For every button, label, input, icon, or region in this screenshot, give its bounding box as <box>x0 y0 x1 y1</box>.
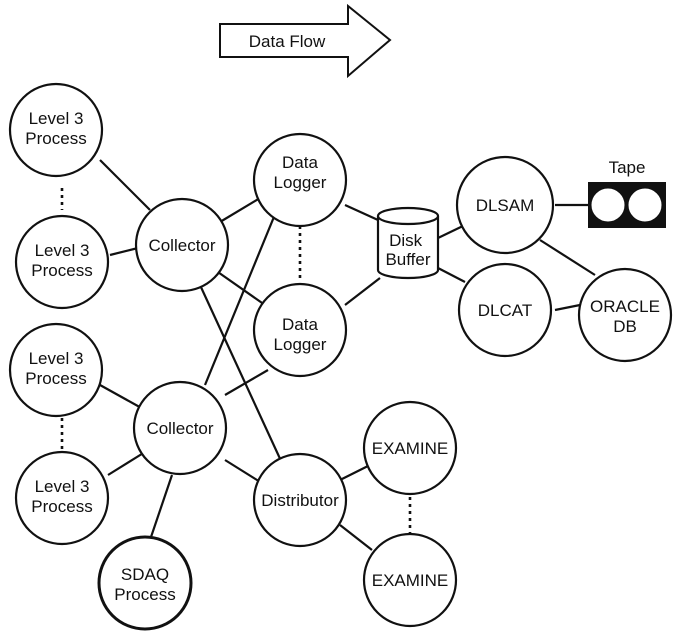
edge-collector-2-sdaq <box>148 474 174 541</box>
dlcat-node: DLCAT <box>457 262 553 358</box>
edge-collector-2-logger-1 <box>203 189 287 386</box>
edge-collector-1-logger-2 <box>214 269 266 306</box>
edges <box>99 159 596 551</box>
edge-l3-1-collector-1 <box>99 159 151 211</box>
edge-disk-buffer-dlcat <box>437 267 466 283</box>
tape: Tape <box>588 158 666 228</box>
collector-node-2: Collector <box>132 380 228 476</box>
disk-buffer-top <box>376 206 440 226</box>
examine-node-1: EXAMINE <box>362 400 458 496</box>
edge-l3-4-collector-2 <box>107 451 146 476</box>
tape-reel-left <box>590 187 626 223</box>
arrow-shape <box>219 3 392 79</box>
collector-node-1: Collector <box>134 197 230 293</box>
edge-collector-2-logger-2 <box>224 369 269 396</box>
dlsam-label: DLSAM <box>476 196 535 215</box>
data-flow-arrow: Data Flow <box>219 3 392 79</box>
dlsam-node: DLSAM <box>455 155 555 255</box>
collector-label-1: Collector <box>148 236 215 255</box>
examine-label-1: EXAMINE <box>372 439 449 458</box>
disk-buffer-body <box>376 216 440 280</box>
distributor-node: Distributor <box>252 452 348 548</box>
collector-label-2: Collector <box>146 419 213 438</box>
disk-buffer-label: Disk Buffer <box>385 231 430 269</box>
dlcat-label: DLCAT <box>478 301 532 320</box>
edge-l3-2-collector-1 <box>109 246 139 257</box>
edge-collector-1-distributor <box>199 284 283 464</box>
tape-label: Tape <box>609 158 646 177</box>
examine-label-2: EXAMINE <box>372 571 449 590</box>
distributor-label: Distributor <box>261 491 339 510</box>
edge-dlsam-oracle <box>539 239 596 276</box>
examine-node-2: EXAMINE <box>362 532 458 628</box>
arrow-label: Data Flow <box>249 32 326 51</box>
edge-collector-1-logger-1 <box>219 197 261 223</box>
edge-logger-1-disk-buffer <box>344 203 379 222</box>
dotted-connectors <box>60 188 412 533</box>
edge-distributor-examine-1 <box>339 464 371 481</box>
tape-reel-right <box>627 187 663 223</box>
edge-dlcat-oracle <box>554 303 581 312</box>
edge-disk-buffer-dlsam <box>437 224 466 239</box>
edge-logger-2-disk-buffer <box>344 277 381 306</box>
edge-l3-3-collector-2 <box>99 384 146 411</box>
edge-distributor-examine-2 <box>339 524 373 551</box>
disk-buffer-node: Disk Buffer <box>376 206 440 280</box>
